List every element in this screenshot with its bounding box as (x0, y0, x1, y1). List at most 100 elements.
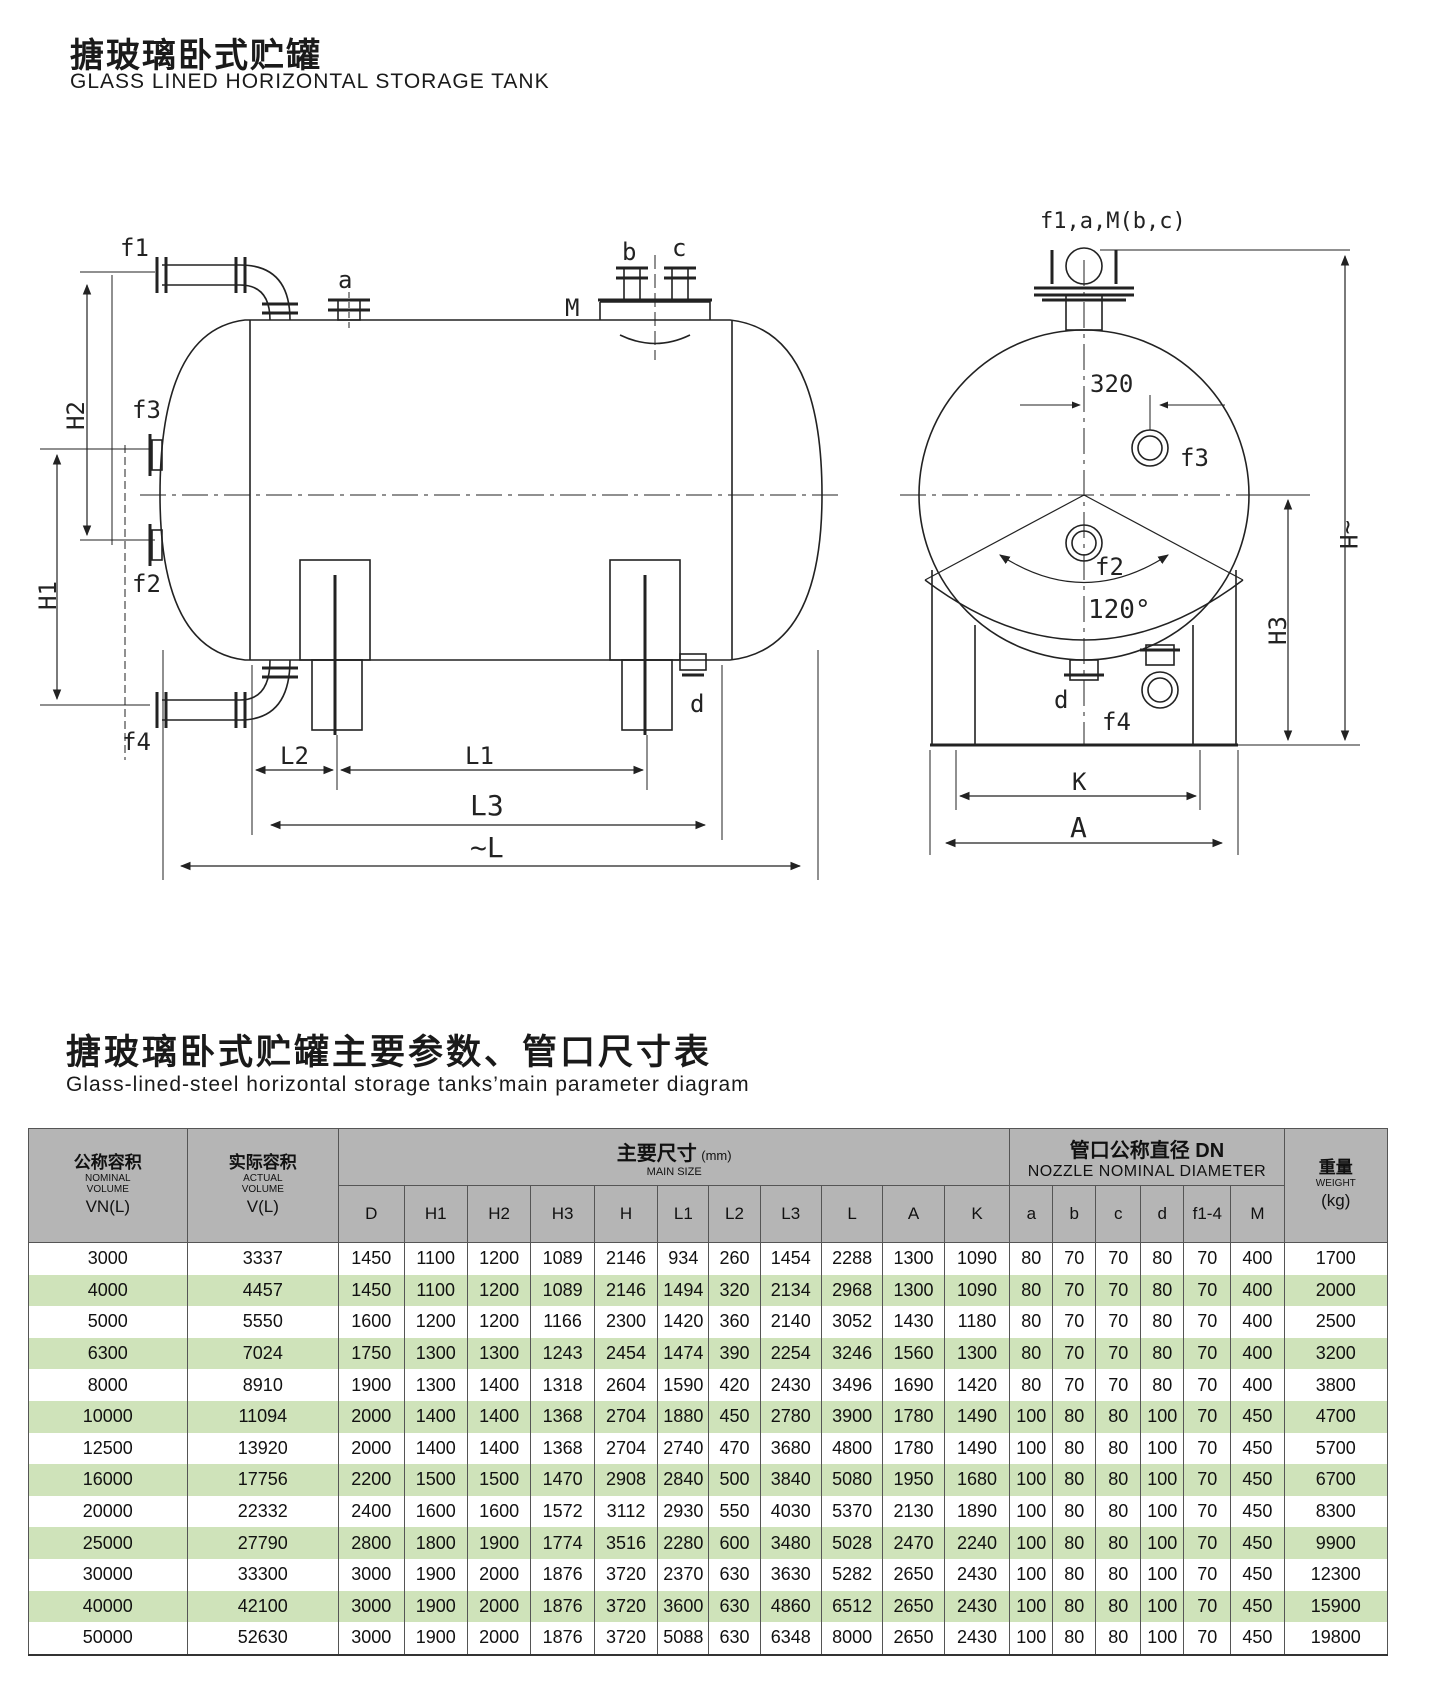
table-cell: 2140 (759, 1306, 822, 1338)
column-header: L3 (759, 1185, 822, 1243)
table-cell: 400 (1230, 1274, 1285, 1307)
table-cell: 2200 (338, 1464, 405, 1496)
table-cell: 3496 (820, 1369, 884, 1401)
column-header: f1-4 (1183, 1185, 1232, 1243)
table-cell: 2800 (338, 1527, 405, 1559)
table-cell: 11094 (186, 1400, 340, 1433)
table-cell: 13920 (186, 1432, 340, 1465)
table-cell: 70 (1183, 1495, 1232, 1528)
table-cell: 80 (1052, 1527, 1097, 1559)
table-cell: 3516 (593, 1527, 659, 1559)
column-header: b (1052, 1185, 1097, 1243)
table-cell: 1876 (530, 1622, 595, 1656)
column-header: H (593, 1185, 659, 1243)
table-cell: 1300 (882, 1274, 945, 1307)
column-header: d (1140, 1185, 1185, 1243)
table-cell: 80 (1095, 1622, 1142, 1656)
table-cell: 2930 (657, 1495, 710, 1528)
table-cell: 2130 (882, 1495, 945, 1528)
table-cell: 1572 (530, 1495, 595, 1528)
table-cell: 80 (1009, 1337, 1054, 1370)
table-cell: 80 (1140, 1369, 1185, 1401)
table-cell: 1680 (943, 1464, 1011, 1496)
label-L: ~L (470, 831, 504, 864)
table-cell: 6300 (28, 1337, 188, 1370)
header-nominal-volume: 公称容积 NOMINAL VOLUME VN(L) (28, 1128, 188, 1243)
table-cell: 630 (708, 1558, 761, 1591)
column-header: a (1009, 1185, 1054, 1243)
table-cell: 1400 (403, 1432, 468, 1465)
table-cell: 1780 (882, 1400, 945, 1433)
tank-technical-drawing: f1 a M b c f3 f2 f4 d H2 H1 L2 L1 L3 ~L … (34, 209, 1362, 880)
table-cell: 80 (1009, 1274, 1054, 1307)
table-cell: 1450 (338, 1242, 405, 1275)
label-b: b (622, 238, 636, 266)
table-cell: 2000 (466, 1622, 532, 1656)
table-cell: 70 (1183, 1464, 1232, 1496)
table-cell: 100 (1140, 1464, 1185, 1496)
label-f4: f4 (122, 728, 151, 756)
table-cell: 100 (1009, 1495, 1054, 1528)
header-nozzle: 管口公称直径 DN NOZZLE NOMINAL DIAMETER (1009, 1128, 1285, 1186)
table-cell: 3840 (759, 1464, 822, 1496)
table-cell: 50000 (28, 1622, 188, 1656)
table-cell: 3112 (593, 1495, 659, 1528)
table-cell: 390 (708, 1337, 761, 1370)
table-cell: 450 (1230, 1527, 1285, 1559)
table-cell: 1089 (530, 1274, 595, 1307)
table-cell: 100 (1140, 1495, 1185, 1528)
table-cell: 80 (1095, 1432, 1142, 1465)
table-cell: 400 (1230, 1369, 1285, 1401)
table-cell: 100 (1009, 1590, 1054, 1623)
table-cell: 400 (1230, 1242, 1285, 1275)
table-cell: 2370 (657, 1558, 710, 1591)
table-cell: 1090 (943, 1274, 1011, 1307)
table-cell: 100 (1009, 1558, 1054, 1591)
column-header: D (338, 1185, 405, 1243)
table-cell: 100 (1140, 1432, 1185, 1465)
label-L3: L3 (470, 789, 504, 822)
table-cell: 1200 (466, 1306, 532, 1338)
table-cell: 100 (1009, 1432, 1054, 1465)
table-cell: 2430 (943, 1558, 1011, 1591)
table-cell: 400 (1230, 1337, 1285, 1370)
table-cell: 1890 (943, 1495, 1011, 1528)
table-cell: 630 (708, 1590, 761, 1623)
label-f2: f2 (132, 570, 161, 598)
table-cell: 450 (708, 1400, 761, 1433)
table-cell: 1300 (403, 1369, 468, 1401)
label-f4-end: f4 (1102, 708, 1131, 736)
table-cell: 934 (657, 1242, 710, 1275)
header-main-size: 主要尺寸 (mm) MAIN SIZE (338, 1128, 1011, 1186)
label-f3-end: f3 (1180, 444, 1209, 472)
table-cell: 16000 (28, 1464, 188, 1496)
table-cell: 2840 (657, 1464, 710, 1496)
table-cell: 2254 (759, 1337, 822, 1370)
table-cell: 1470 (530, 1464, 595, 1496)
table-cell: 1876 (530, 1558, 595, 1591)
table-cell: 52630 (186, 1622, 340, 1656)
table-cell: 3052 (820, 1306, 884, 1338)
table-cell: 2000 (338, 1400, 405, 1433)
column-header: K (943, 1185, 1011, 1243)
table-cell: 70 (1095, 1369, 1142, 1401)
label-top-nozzles: f1,a,M(b,c) (1040, 209, 1186, 234)
table-cell: 420 (708, 1369, 761, 1401)
table-cell: 1200 (403, 1306, 468, 1338)
table-cell: 80 (1095, 1400, 1142, 1433)
header-actual-volume: 实际容积 ACTUAL VOLUME V(L) (186, 1128, 340, 1243)
table-cell: 80 (1052, 1464, 1097, 1496)
table-cell: 70 (1095, 1242, 1142, 1275)
table-cell: 1430 (882, 1306, 945, 1338)
table-cell: 8910 (186, 1369, 340, 1401)
table-cell: 70 (1052, 1369, 1097, 1401)
table-cell: 600 (708, 1527, 761, 1559)
table-cell: 70 (1183, 1432, 1232, 1465)
table-cell: 70 (1052, 1306, 1097, 1338)
